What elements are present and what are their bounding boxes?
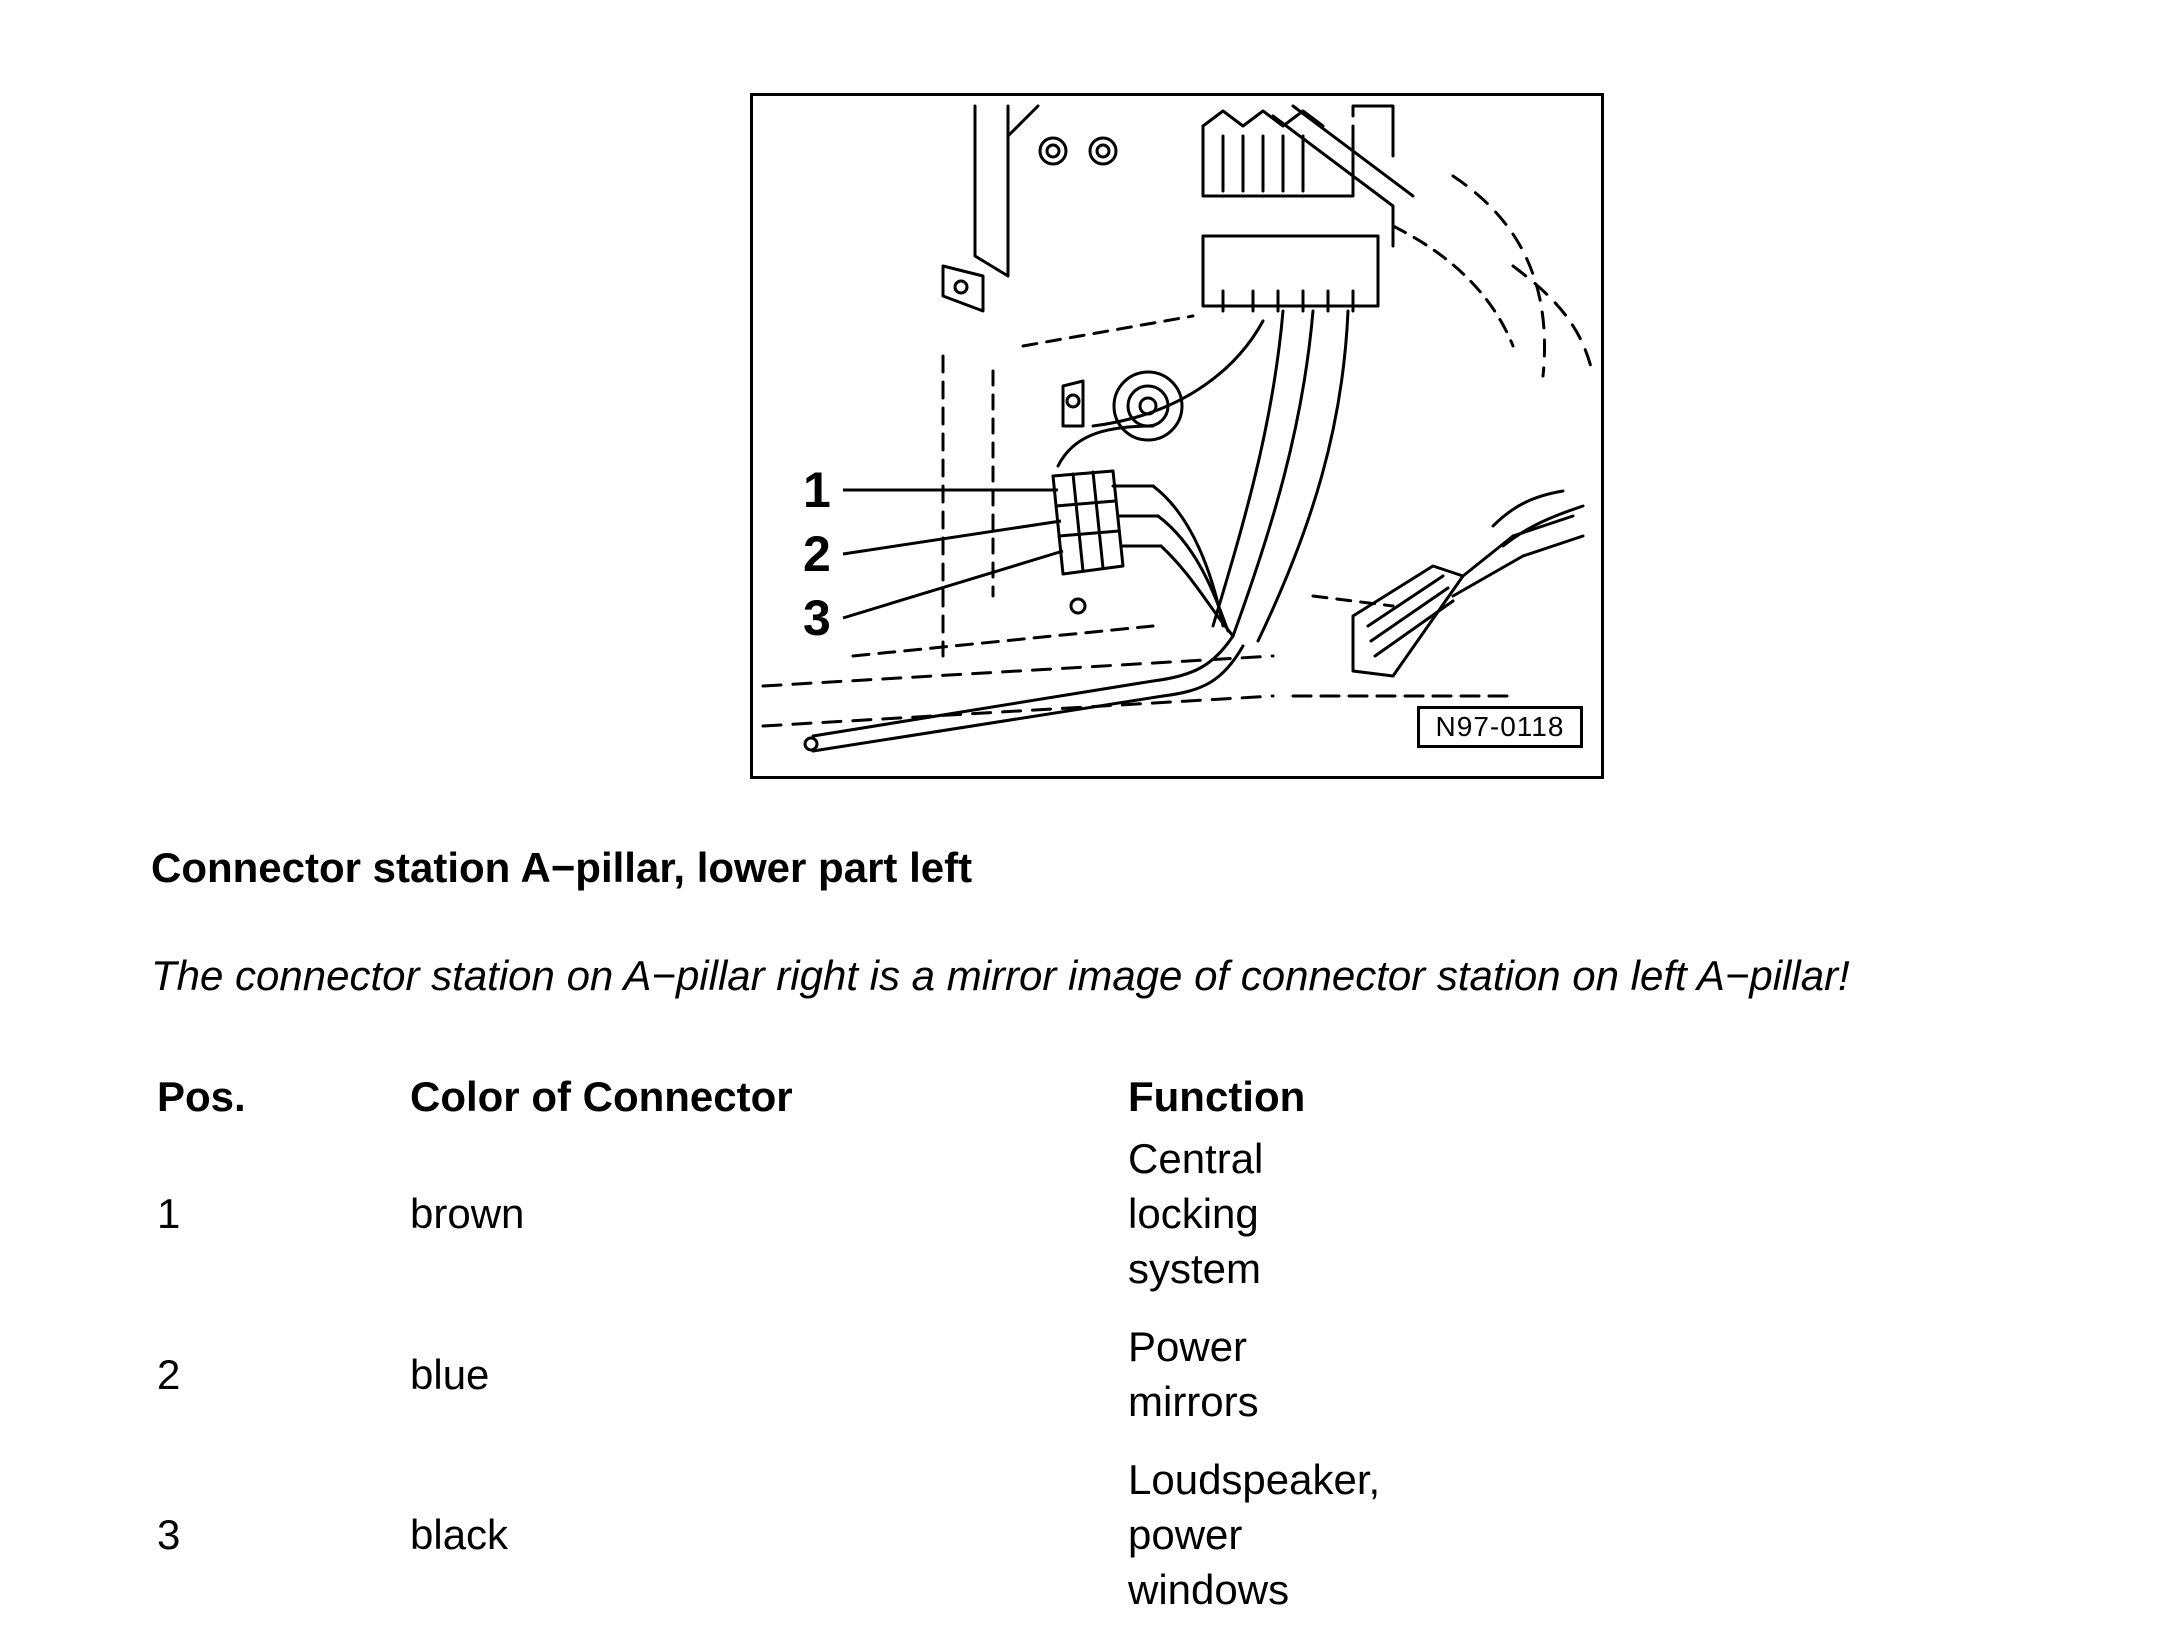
header-color: Color of Connector	[410, 1073, 793, 1120]
mirror-image-note: The connector station on A−pillar right …	[151, 952, 1850, 999]
callout-1: 1	[803, 462, 831, 518]
table-row: 2 blue Power mirrors	[157, 1304, 1557, 1444]
function-line: windows	[1128, 1566, 1290, 1613]
function-line: mirrors	[1128, 1378, 1259, 1425]
callout-2-leader	[842, 519, 1062, 556]
table-row: 1 brown Central locking system	[157, 1131, 1557, 1296]
function-line: Loudspeaker,	[1128, 1456, 1381, 1503]
row-color: blue	[410, 1350, 490, 1398]
row-color: black	[410, 1511, 509, 1558]
figure-reference-code: N97-0118	[1417, 706, 1583, 748]
connector-table: Pos. Color of Connector Function 1 brown…	[157, 1069, 1557, 1617]
table-header-row: Pos. Color of Connector Function	[157, 1069, 1557, 1124]
function-line: system	[1128, 1245, 1262, 1292]
row-function: Loudspeaker, power windows	[1128, 1452, 1528, 1617]
callout-2: 2	[803, 526, 831, 582]
row-pos: 2	[157, 1350, 181, 1398]
row-function: Power mirrors	[1128, 1319, 1528, 1429]
table-row: 3 black Loudspeaker, power windows	[157, 1452, 1557, 1617]
connector-station-illustration: 1 2 3 N97-0118	[750, 93, 1604, 779]
a-pillar-line-drawing	[761, 104, 1595, 753]
function-line: locking	[1128, 1190, 1259, 1237]
function-line: Central	[1128, 1135, 1264, 1182]
function-line: Power	[1128, 1323, 1248, 1370]
row-pos: 1	[157, 1190, 181, 1237]
row-pos: 3	[157, 1511, 181, 1558]
header-function: Function	[1128, 1073, 1306, 1120]
function-line: power	[1128, 1511, 1243, 1558]
header-pos: Pos.	[157, 1073, 246, 1120]
callout-3: 3	[803, 590, 831, 646]
callout-3-leader	[842, 549, 1064, 620]
section-heading: Connector station A−pillar, lower part l…	[151, 844, 973, 891]
row-color: brown	[410, 1190, 525, 1237]
row-function: Central locking system	[1128, 1131, 1528, 1296]
